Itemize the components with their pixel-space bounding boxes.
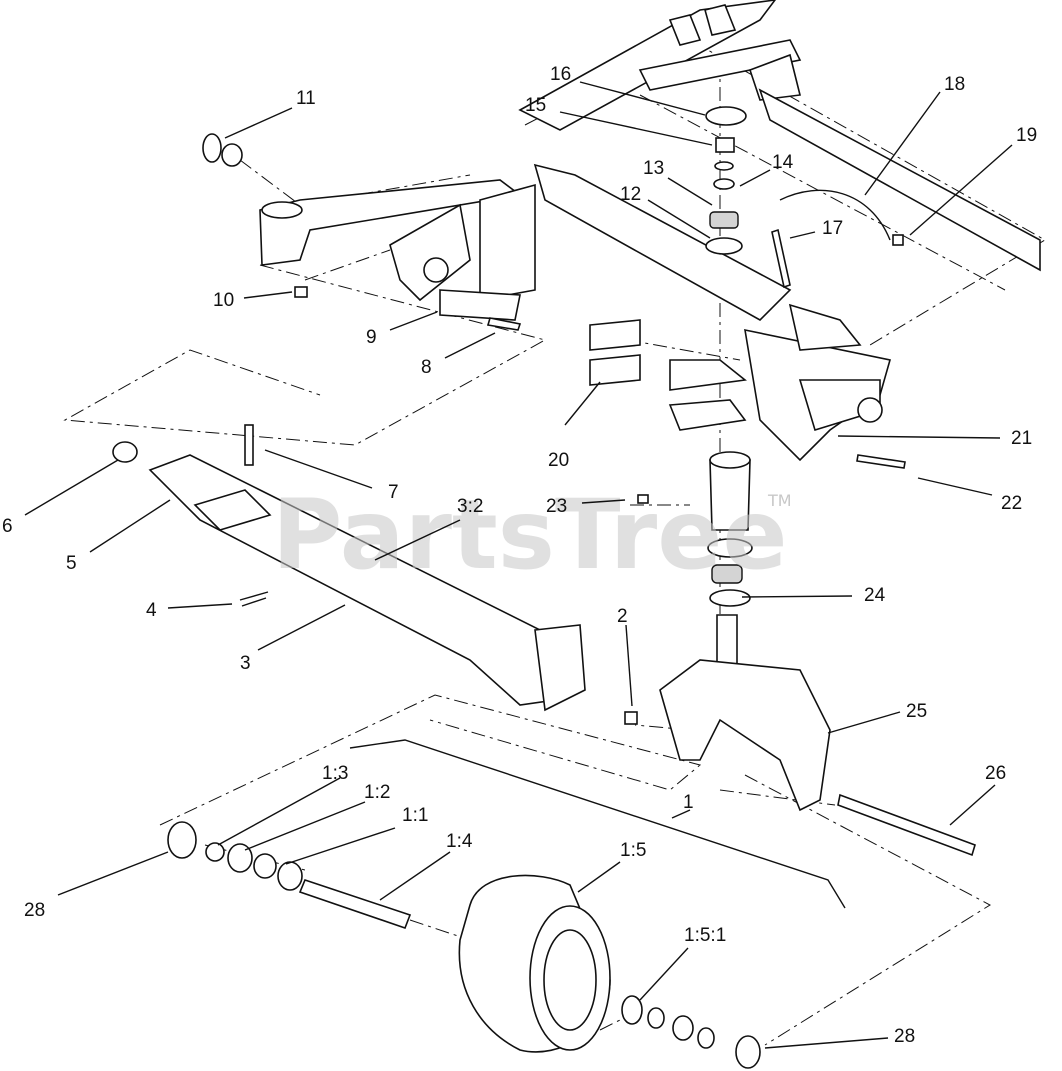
callout-1-5-1: 1:5:1 (684, 925, 726, 946)
long-bolt (837, 793, 976, 857)
callout-13: 13 (643, 158, 664, 179)
callout-9: 9 (366, 327, 377, 348)
callout-15: 15 (525, 95, 546, 116)
hardware (112, 106, 906, 725)
callout-22: 22 (1001, 493, 1022, 514)
callout-16: 16 (550, 64, 571, 85)
callout-1-5: 1:5 (620, 840, 646, 861)
callout-28-left: 28 (24, 900, 45, 921)
callout-6: 6 (2, 516, 13, 537)
callout-1-2: 1:2 (364, 782, 390, 803)
callout-28-right: 28 (894, 1026, 915, 1047)
leader-lines (24, 81, 1013, 1049)
callout-23: 23 (546, 496, 567, 517)
watermark-text: PartsTree (272, 479, 787, 591)
main-frame (518, 0, 1041, 462)
callout-14: 14 (772, 152, 794, 173)
callout-1: 1 (683, 792, 694, 813)
pivot-arm (259, 179, 536, 321)
callout-2: 2 (617, 606, 628, 627)
callout-24: 24 (864, 585, 886, 606)
watermark: PartsTree TM (272, 479, 792, 591)
callout-3-2: 3:2 (457, 496, 483, 517)
callout-5: 5 (66, 553, 77, 574)
axle-bar (148, 454, 586, 712)
callout-labels: 16 15 11 18 19 13 14 12 17 10 9 8 20 21 … (2, 64, 1037, 1047)
watermark-tm: TM (767, 491, 792, 510)
callout-1-4: 1:4 (446, 831, 473, 852)
wheel-assembly (167, 821, 761, 1069)
caster-fork (659, 451, 831, 812)
callout-7: 7 (388, 482, 399, 503)
callout-26: 26 (985, 763, 1006, 784)
callout-19: 19 (1016, 125, 1037, 146)
callout-17: 17 (822, 218, 843, 239)
callout-1-3: 1:3 (322, 763, 348, 784)
callout-10: 10 (213, 290, 234, 311)
callout-12: 12 (620, 184, 641, 205)
callout-4: 4 (146, 600, 157, 621)
callout-21: 21 (1011, 428, 1032, 449)
callout-18: 18 (944, 74, 965, 95)
callout-1-1: 1:1 (402, 805, 428, 826)
callout-11: 11 (296, 88, 316, 109)
callout-20: 20 (548, 450, 569, 471)
callout-8: 8 (421, 357, 432, 378)
callout-3: 3 (240, 653, 251, 674)
callout-25: 25 (906, 701, 927, 722)
